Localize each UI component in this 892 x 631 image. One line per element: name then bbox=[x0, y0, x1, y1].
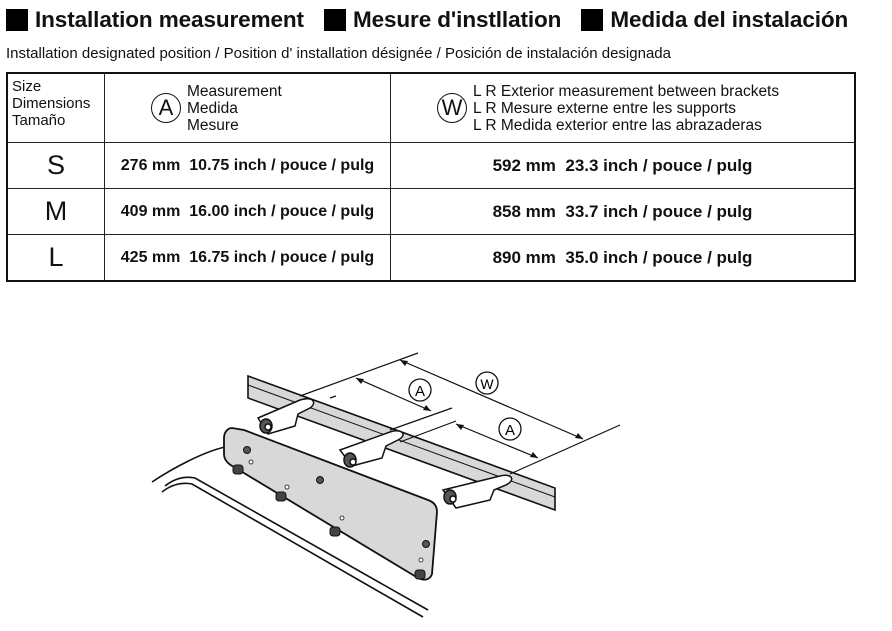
title-text: Medida del instalación bbox=[610, 7, 849, 32]
title-text: Installation measurement bbox=[35, 7, 304, 32]
dimension-label-a2-text: A bbox=[505, 422, 515, 439]
installation-diagram: A W A bbox=[151, 352, 621, 618]
title-french: Mesure d'instllation bbox=[323, 7, 562, 33]
title-text: Mesure d'instllation bbox=[352, 7, 562, 32]
size-header-line: Size bbox=[12, 78, 42, 95]
a-header-line: Mesure bbox=[187, 116, 239, 134]
bracket-left bbox=[256, 397, 315, 435]
w-header-line: L R Exterior measurement between bracket… bbox=[473, 82, 780, 100]
car-hood bbox=[151, 445, 429, 618]
bracket-middle bbox=[338, 430, 404, 468]
title-bar: Installation measurement Mesure d'instll… bbox=[6, 5, 848, 35]
square-bullet-icon bbox=[323, 9, 346, 31]
dimension-lines bbox=[299, 352, 621, 475]
suction-cups bbox=[232, 464, 426, 580]
measurement-table: Size Dimensions Tamaño A Measurement Med… bbox=[6, 72, 856, 282]
table-row-l: L 425 mm 16.75 inch / pouce / pulg 890 m… bbox=[6, 234, 856, 282]
title-spanish: Medida del instalación bbox=[581, 7, 848, 33]
square-bullet-icon bbox=[6, 9, 28, 31]
square-bullet-icon bbox=[581, 9, 604, 31]
title-english: Installation measurement bbox=[6, 7, 304, 33]
a-header: A Measurement Medida Mesure bbox=[104, 72, 391, 143]
dimension-label-a1-text: A bbox=[415, 383, 425, 400]
dimension-label-a1: A bbox=[408, 378, 432, 402]
a-header-line: Measurement bbox=[187, 82, 282, 100]
dimension-label-a2: A bbox=[498, 417, 522, 441]
size-header-line: Tamaño bbox=[12, 112, 66, 129]
w-header-line: L R Medida exterior entre las abrazadera… bbox=[473, 116, 762, 134]
dimension-label-w: W bbox=[475, 371, 499, 395]
arrowheads bbox=[356, 360, 583, 458]
table-row-s: S 276 mm 10.75 inch / pouce / pulg 592 m… bbox=[6, 142, 856, 189]
bracket-right bbox=[441, 474, 513, 509]
a-value-cell: 425 mm 16.75 inch / pouce / pulg bbox=[104, 234, 391, 282]
w-header: W L R Exterior measurement between brack… bbox=[390, 72, 856, 143]
a-value-cell: 409 mm 16.00 inch / pouce / pulg bbox=[104, 188, 391, 235]
w-value-cell: 592 mm 23.3 inch / pouce / pulg bbox=[390, 142, 856, 189]
circled-w-icon: W bbox=[437, 93, 467, 123]
size-cell: S bbox=[6, 142, 105, 189]
size-header: Size Dimensions Tamaño bbox=[6, 72, 105, 143]
table-header-row: Size Dimensions Tamaño A Measurement Med… bbox=[6, 72, 856, 143]
w-header-line: L R Mesure externe entre les supports bbox=[473, 99, 737, 117]
a-value-cell: 276 mm 10.75 inch / pouce / pulg bbox=[104, 142, 391, 189]
w-value-cell: 890 mm 35.0 inch / pouce / pulg bbox=[390, 234, 856, 282]
subtitle: Installation designated position / Posit… bbox=[6, 45, 671, 62]
size-cell: M bbox=[6, 188, 105, 235]
dimension-label-w-text: W bbox=[480, 376, 494, 392]
size-cell: L bbox=[6, 234, 105, 282]
circled-a-icon: A bbox=[151, 93, 181, 123]
a-header-line: Medida bbox=[187, 99, 238, 117]
w-value-cell: 858 mm 33.7 inch / pouce / pulg bbox=[390, 188, 856, 235]
size-header-line: Dimensions bbox=[12, 95, 91, 112]
table-row-m: M 409 mm 16.00 inch / pouce / pulg 858 m… bbox=[6, 188, 856, 235]
